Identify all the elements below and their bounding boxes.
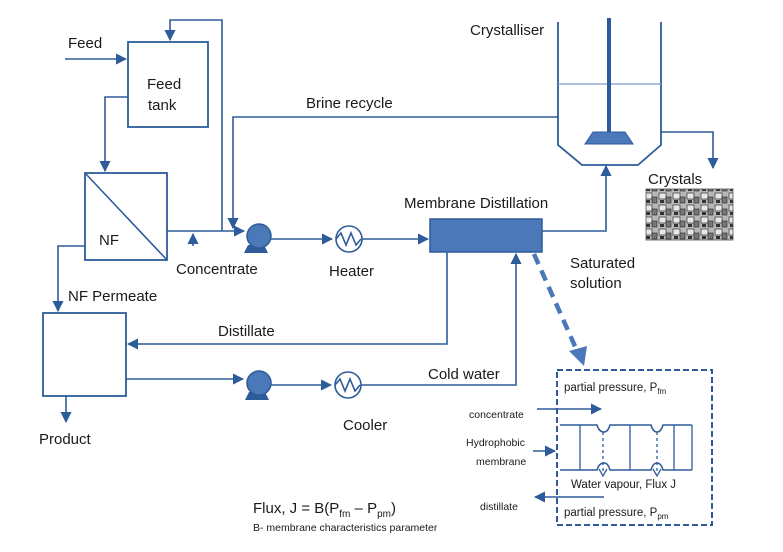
- cooler-icon: [334, 371, 362, 399]
- ppm-label: partial pressure, Ppm: [564, 507, 669, 521]
- product-label: Product: [39, 431, 92, 448]
- cooling-pump: [245, 370, 272, 400]
- saturated-label-line1: Saturated: [570, 255, 635, 272]
- heater-icon: [335, 225, 363, 253]
- crystalliser-label: Crystalliser: [470, 22, 544, 39]
- distillate-line: [126, 252, 448, 350]
- nf-permeate-label: NF Permeate: [68, 288, 157, 305]
- heater-label: Heater: [329, 263, 374, 280]
- hydrophobic-label-line1: Hydrophobic: [466, 437, 525, 449]
- membrane-distillation-label: Membrane Distillation: [404, 195, 548, 212]
- zoom-arrow-head: [569, 346, 587, 366]
- md-to-crystalliser-line: [542, 164, 612, 232]
- feed-label: Feed: [68, 35, 102, 52]
- nf-membrane-diagonal: [84, 172, 168, 261]
- product-tank: [42, 312, 127, 397]
- feed-tank-label-line2: tank: [148, 97, 177, 114]
- brine-recycle-label: Brine recycle: [306, 95, 393, 112]
- saturated-label-line2: solution: [570, 275, 622, 292]
- nf-label: NF: [99, 232, 119, 249]
- detail-concentrate-label: concentrate: [469, 409, 524, 421]
- hydrophobic-label-line2: membrane: [476, 456, 526, 468]
- concentrate-return-line: [164, 19, 223, 231]
- pfm-label: partial pressure, Pfm: [564, 382, 667, 396]
- detail-distillate-label: distillate: [480, 501, 518, 513]
- feed-tank: [127, 41, 209, 128]
- flux-note: B- membrane characteristics parameter: [253, 522, 438, 534]
- crystals-label: Crystals: [648, 171, 702, 188]
- crystalliser-vessel: [557, 18, 662, 166]
- crystals-photo: [645, 188, 734, 241]
- cold-water-line: [361, 252, 522, 386]
- nf-permeate-line: [52, 245, 85, 313]
- concentrate-label: Concentrate: [176, 261, 258, 278]
- zoom-dashed-arrow: [531, 253, 581, 354]
- membrane-distillation-module: [429, 218, 543, 253]
- water-vapour-label: Water vapour, Flux J: [571, 479, 676, 491]
- brine-recycle-line: [227, 116, 558, 230]
- membrane-cross-section: [560, 424, 693, 478]
- flux-formula: Flux, J = B(Pfm – Ppm): [253, 500, 396, 520]
- distillate-label: Distillate: [218, 323, 275, 340]
- crystalliser-to-crystals-line: [661, 131, 719, 170]
- feed-tank-label-line1: Feed: [147, 76, 181, 93]
- feed-pump: [244, 223, 272, 253]
- cold-water-label: Cold water: [428, 366, 500, 383]
- membrane-detail-inset: [556, 369, 713, 526]
- cooler-label: Cooler: [343, 417, 387, 434]
- tank-to-nf-line: [99, 96, 128, 173]
